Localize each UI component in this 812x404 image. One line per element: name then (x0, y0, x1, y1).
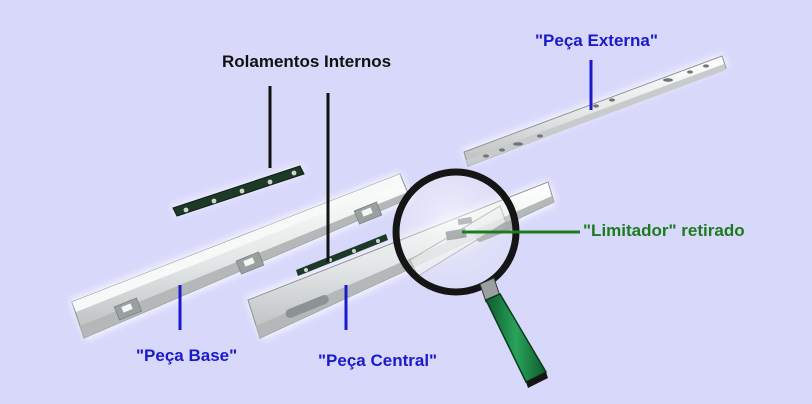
limiter-label: "Limitador" retirado (583, 221, 745, 240)
bearings-label: Rolamentos Internos (222, 52, 392, 71)
outer-rail (462, 54, 728, 167)
central-part-label: "Peça Central" (318, 351, 438, 370)
outer-part-label: "Peça Externa" (535, 31, 658, 50)
callout-lines (178, 60, 593, 330)
base-part-label: "Peça Base" (136, 346, 238, 365)
magnifying-glass-icon (392, 168, 548, 388)
bearing-strip-loose (170, 164, 306, 217)
